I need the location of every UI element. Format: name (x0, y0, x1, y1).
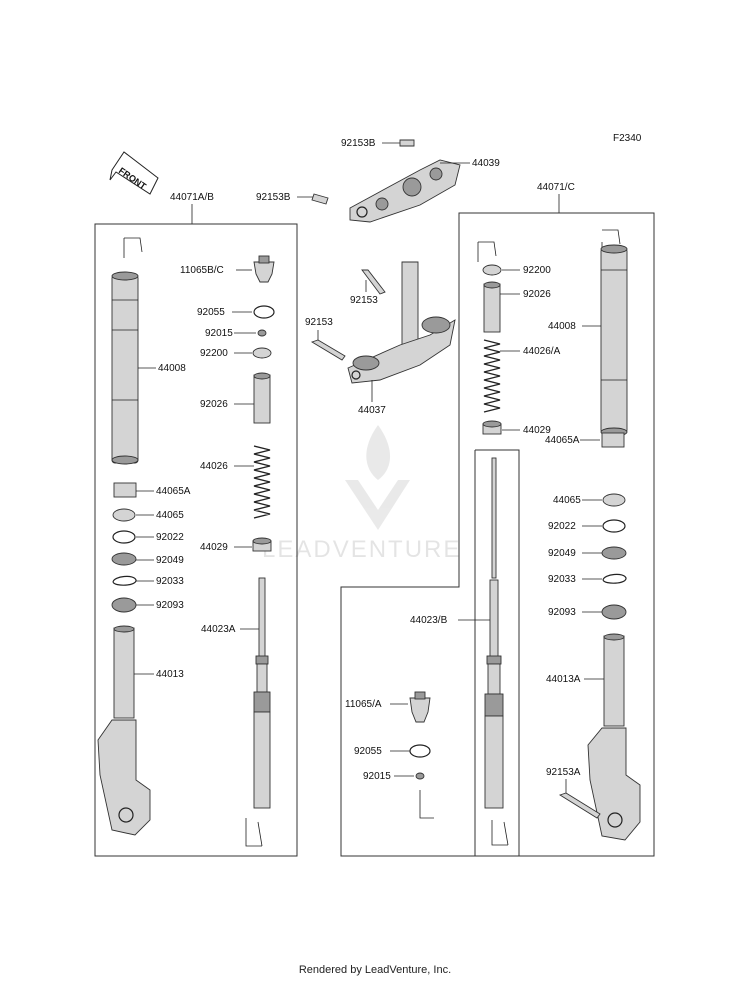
nut-92015-left (257, 329, 267, 337)
label-r-44013A: 44013A (546, 674, 581, 685)
front-arrow-icon: FRONT (109, 151, 159, 195)
group-frame-right (340, 212, 655, 857)
label-92153B-mid: 92153B (256, 192, 291, 203)
label-l-44065: 44065 (156, 510, 184, 521)
label-l-92049: 92049 (156, 555, 184, 566)
label-r-92026: 92026 (523, 289, 551, 300)
spring-44026A-right (483, 339, 501, 413)
label-r-92153A: 92153A (546, 767, 581, 778)
label-l-44065A: 44065A (156, 486, 191, 497)
label-l-92015: 92015 (205, 328, 233, 339)
label-44039: 44039 (472, 158, 500, 169)
washer-92200-right (482, 264, 502, 276)
label-l-44023A: 44023A (201, 624, 236, 635)
seal-92093-right (601, 604, 627, 620)
label-l-11065BC: 11065B/C (180, 265, 224, 276)
footer-credit: Rendered by LeadVenture, Inc. (298, 964, 452, 976)
label-r-92015: 92015 (363, 771, 391, 782)
seal-92093-left (111, 597, 137, 613)
cap-bolt-11065A-right (409, 691, 431, 723)
inner-tube-44013A-right (587, 633, 641, 841)
label-r-92022: 92022 (548, 521, 576, 532)
label-44037: 44037 (358, 405, 386, 416)
washer-92022-right (602, 519, 626, 533)
seal-92049-right (601, 546, 627, 560)
bush-44065-right (602, 493, 626, 507)
upper-bracket-44039 (349, 159, 461, 223)
cartridge-44023A-left (253, 577, 271, 809)
outer-tube-44008-right (600, 244, 628, 437)
inner-tube-44013-left (97, 625, 151, 836)
label-r-92093: 92093 (548, 607, 576, 618)
label-l-92026: 92026 (200, 399, 228, 410)
inner-frame-right (475, 449, 520, 856)
bolt-92153-b (310, 339, 346, 361)
bolt-92153B-top (399, 139, 415, 147)
label-l-92200: 92200 (200, 348, 228, 359)
bolt-92153B-mid (311, 193, 329, 205)
label-92153B-top: 92153B (341, 138, 376, 149)
label-92153-a: 92153 (350, 295, 378, 306)
bolt-92153A-right (558, 792, 601, 819)
label-r-11065A: 11065/A (345, 699, 382, 710)
label-r-44026A: 44026/A (523, 346, 561, 357)
bush-44065A-left (113, 482, 137, 498)
seal-92049-left (111, 552, 137, 566)
washer-92022-left (112, 530, 136, 544)
group-frame-left (94, 223, 298, 857)
label-r-44029: 44029 (523, 425, 551, 436)
spacer-92026-left (253, 372, 271, 424)
label-92153-b: 92153 (305, 317, 333, 328)
label-r-92033: 92033 (548, 574, 576, 585)
washer-92200-left (252, 347, 272, 359)
cartridge-44023B-right (484, 457, 504, 809)
oring-92055-left (253, 305, 275, 319)
label-r-92055: 92055 (354, 746, 382, 757)
clip-92033-left (112, 575, 137, 586)
bush-44065A-right (601, 432, 625, 448)
group-label-right: 44071/C (537, 182, 575, 193)
oring-92055-right (409, 744, 431, 758)
label-r-44065A: 44065A (545, 435, 580, 446)
label-r-44008: 44008 (548, 321, 576, 332)
label-r-92049: 92049 (548, 548, 576, 559)
label-r-44023B: 44023/B (410, 615, 448, 626)
clip-92033-right (602, 573, 627, 584)
label-l-44013: 44013 (156, 669, 184, 680)
watermark-text: LEADVENTURE (262, 536, 461, 563)
outer-tube-44008-left (111, 271, 139, 465)
bush-44065-left (112, 508, 136, 522)
label-r-92200: 92200 (523, 265, 551, 276)
label-l-44029: 44029 (200, 542, 228, 553)
spacer-92026-right (483, 281, 501, 333)
label-r-44065: 44065 (553, 495, 581, 506)
watermark-logo (345, 425, 410, 530)
bolt-92153-a (361, 269, 386, 295)
diagram-code: F2340 (613, 133, 642, 144)
label-l-92022: 92022 (156, 532, 184, 543)
label-l-92033: 92033 (156, 576, 184, 587)
nut-92015-right (415, 772, 425, 780)
collar-44029-right (482, 420, 502, 435)
label-l-44026: 44026 (200, 461, 228, 472)
label-l-92055: 92055 (197, 307, 225, 318)
spring-44026-left (253, 445, 271, 519)
label-l-44008: 44008 (158, 363, 186, 374)
cap-bolt-11065-left (253, 255, 275, 283)
collar-44029-left (252, 537, 272, 552)
group-label-left: 44071A/B (170, 192, 214, 203)
label-l-92093: 92093 (156, 600, 184, 611)
lower-bracket-44037 (347, 261, 456, 384)
